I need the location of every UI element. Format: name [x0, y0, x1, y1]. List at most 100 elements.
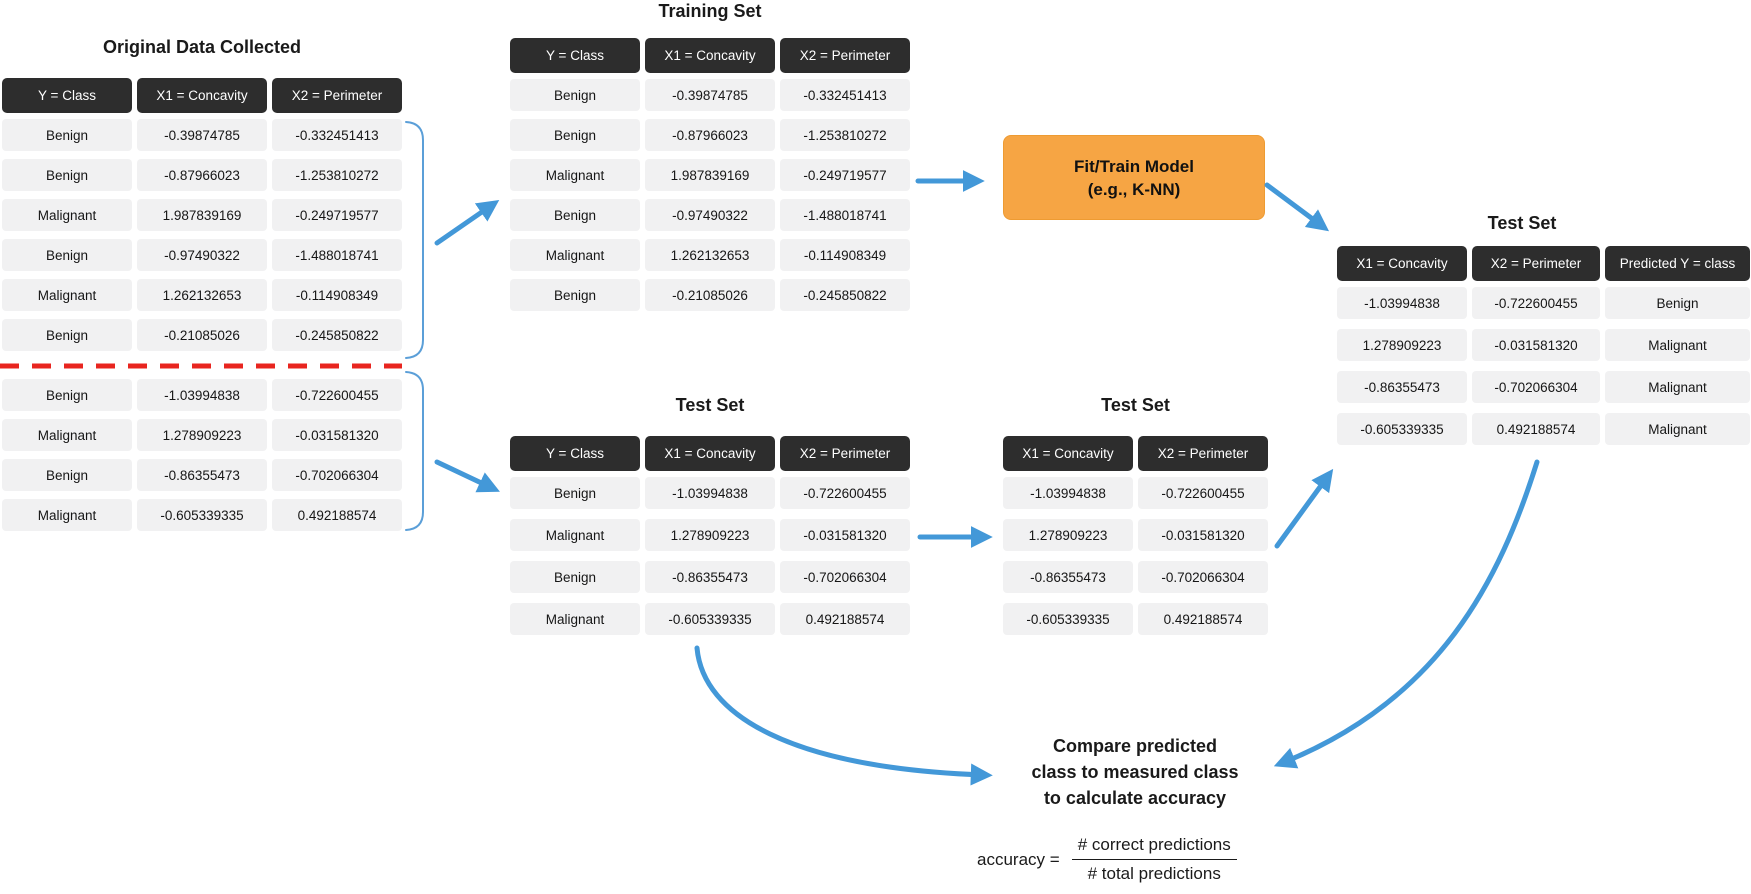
compare-note-line3: to calculate accuracy — [1043, 788, 1227, 808]
table-cell: -0.86355473 — [137, 459, 267, 491]
table-cell: -0.87966023 — [645, 119, 775, 151]
table-cell: Benign — [510, 119, 640, 151]
table-cell: Benign — [2, 459, 132, 491]
model-box-line1: Fit/Train Model — [1074, 156, 1194, 176]
table-cell: -0.031581320 — [1138, 519, 1268, 551]
table-cell: -0.031581320 — [1472, 329, 1600, 361]
accuracy-formula-lhs: accuracy = — [977, 849, 1060, 869]
table-cell: -0.605339335 — [1337, 413, 1467, 445]
train-test-split-gap — [2, 359, 402, 379]
table-cell: -0.114908349 — [272, 279, 402, 311]
table-cell: Benign — [2, 379, 132, 411]
table-cell: Benign — [510, 279, 640, 311]
test-set-measured-title: Test Set — [675, 395, 745, 415]
table-cell: 1.987839169 — [645, 159, 775, 191]
bracket-training-rows — [405, 121, 424, 359]
header-cell: X2 = Perimeter — [1472, 246, 1600, 281]
table-row: Benign-0.87966023-1.253810272 — [510, 119, 910, 151]
table-cell: -1.03994838 — [645, 477, 775, 509]
header-cell: Predicted Y = class — [1605, 246, 1750, 281]
table-cell: Benign — [2, 159, 132, 191]
table-cell: 1.262132653 — [137, 279, 267, 311]
table-cell: -0.97490322 — [137, 239, 267, 271]
table-cell: -0.031581320 — [272, 419, 402, 451]
table-cell: -0.605339335 — [1003, 603, 1133, 635]
table-cell: -0.605339335 — [645, 603, 775, 635]
table-row: Benign-0.21085026-0.245850822 — [2, 319, 402, 351]
accuracy-formula: accuracy = # correct predictions # total… — [977, 835, 1237, 884]
table-cell: Malignant — [2, 499, 132, 531]
table-cell: 1.278909223 — [1003, 519, 1133, 551]
table-row: Benign-0.87966023-1.253810272 — [2, 159, 402, 191]
table-row: Benign-0.21085026-0.245850822 — [510, 279, 910, 311]
table-cell: Benign — [1605, 287, 1750, 319]
header-cell: X1 = Concavity — [645, 436, 775, 471]
table-row: Benign-0.39874785-0.332451413 — [2, 119, 402, 151]
table-cell: -0.722600455 — [272, 379, 402, 411]
table-cell: 1.278909223 — [137, 419, 267, 451]
table-cell: -0.86355473 — [1003, 561, 1133, 593]
table-cell: Malignant — [510, 519, 640, 551]
table-cell: Benign — [510, 561, 640, 593]
table-row: Benign-0.86355473-0.702066304 — [510, 561, 910, 593]
header-cell: X1 = Concavity — [645, 38, 775, 73]
table-cell: Malignant — [2, 279, 132, 311]
table-row: -1.03994838-0.722600455 — [1003, 477, 1268, 509]
table-cell: Malignant — [1605, 371, 1750, 403]
table-row: Benign-1.03994838-0.722600455 — [2, 379, 402, 411]
curve-arrow-test-to-compare — [694, 645, 993, 786]
original-data-title: Original Data Collected — [102, 37, 302, 57]
table-cell: Malignant — [2, 419, 132, 451]
table-cell: Benign — [510, 477, 640, 509]
table-cell: Malignant — [510, 603, 640, 635]
fraction-bar — [1071, 859, 1237, 860]
compare-note-line2: class to measured class — [1031, 762, 1239, 782]
table-row: Benign-1.03994838-0.722600455 — [510, 477, 910, 509]
table-cell: -1.03994838 — [137, 379, 267, 411]
table-cell: 0.492188574 — [780, 603, 910, 635]
header-cell: X1 = Concavity — [137, 78, 267, 113]
table-cell: Benign — [510, 199, 640, 231]
table-cell: -0.87966023 — [137, 159, 267, 191]
table-cell: -0.245850822 — [780, 279, 910, 311]
arrow-features-to-predictions — [1274, 468, 1334, 549]
table-cell: -1.488018741 — [780, 199, 910, 231]
table-row: Benign-0.97490322-1.488018741 — [510, 199, 910, 231]
model-box-line2: (e.g., K-NN) — [1087, 179, 1181, 199]
table-cell: -0.39874785 — [645, 79, 775, 111]
test-set-predictions-title: Test Set — [1487, 213, 1557, 233]
table-cell: -0.722600455 — [1472, 287, 1600, 319]
table-cell: -1.253810272 — [272, 159, 402, 191]
table-cell: -0.21085026 — [137, 319, 267, 351]
table-cell: 1.987839169 — [137, 199, 267, 231]
table-cell: Malignant — [510, 159, 640, 191]
bracket-test-rows — [405, 371, 424, 531]
table-cell: -0.21085026 — [645, 279, 775, 311]
table-row: -0.86355473-0.702066304 — [1003, 561, 1268, 593]
test-set-features-rows: -1.03994838-0.722600455 1.278909223-0.031… — [1003, 477, 1268, 635]
table-cell: -0.702066304 — [780, 561, 910, 593]
table-cell: Malignant — [1605, 413, 1750, 445]
accuracy-formula-numerator: # correct predictions — [1077, 835, 1231, 854]
table-cell: -0.722600455 — [1138, 477, 1268, 509]
table-cell: Malignant — [2, 199, 132, 231]
accuracy-formula-denominator: # total predictions — [1087, 864, 1221, 883]
table-cell: -0.332451413 — [780, 79, 910, 111]
table-cell: 0.492188574 — [1472, 413, 1600, 445]
table-cell: -0.39874785 — [137, 119, 267, 151]
